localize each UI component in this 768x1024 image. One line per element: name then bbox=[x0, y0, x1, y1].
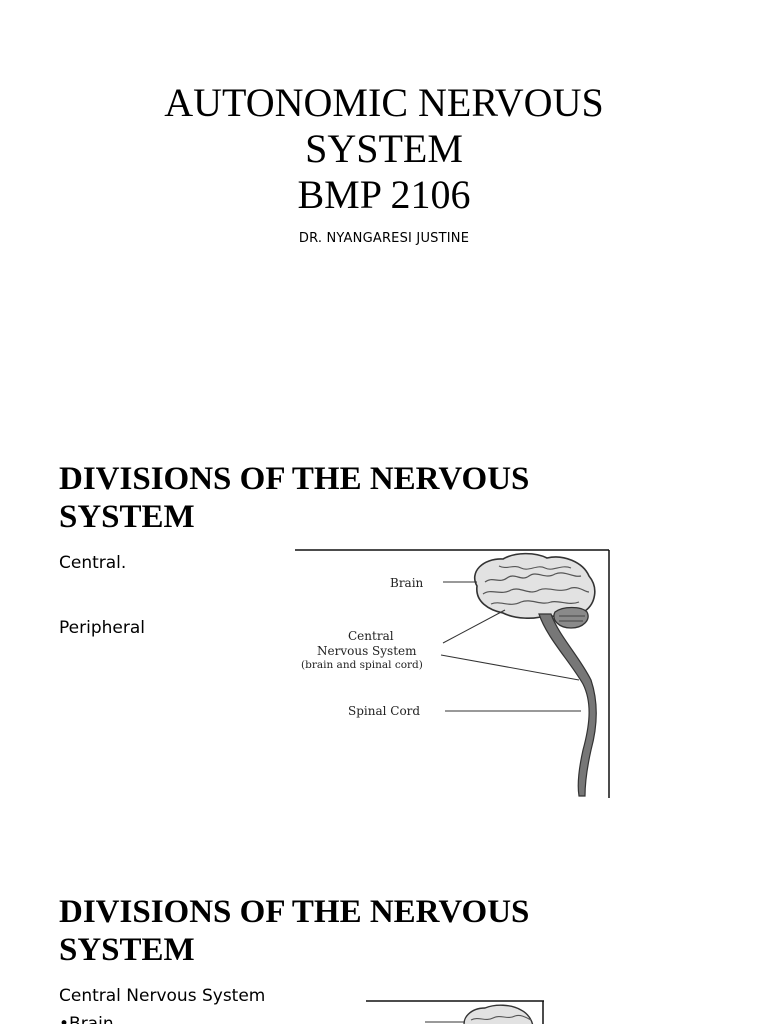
label-brain: Brain bbox=[390, 576, 424, 590]
title-line-2: SYSTEM bbox=[305, 126, 463, 171]
heading-line-2: SYSTEM bbox=[59, 932, 195, 968]
heading-line-2: SYSTEM bbox=[59, 499, 195, 535]
label-cns-1: Central bbox=[348, 629, 394, 643]
bullet-brain: •Brain bbox=[59, 1014, 114, 1024]
label-cns-2: Nervous System bbox=[317, 644, 417, 658]
bullet-central-nervous-system: Central Nervous System bbox=[59, 986, 266, 1006]
title-line-1: AUTONOMIC NERVOUS bbox=[164, 80, 604, 125]
heading-line-1: DIVISIONS OF THE NERVOUS bbox=[59, 894, 530, 930]
bullet-peripheral: Peripheral bbox=[59, 618, 145, 638]
brain-diagram-partial bbox=[365, 998, 545, 1024]
heading-line-1: DIVISIONS OF THE NERVOUS bbox=[59, 461, 530, 497]
label-cns-3: (brain and spinal cord) bbox=[301, 659, 423, 671]
title-line-3: BMP 2106 bbox=[297, 172, 471, 217]
spinal-cord-illustration bbox=[538, 613, 597, 797]
brain-illustration bbox=[474, 552, 596, 629]
bullet-central: Central. bbox=[59, 553, 127, 573]
presentation-title: AUTONOMIC NERVOUS SYSTEM BMP 2106 bbox=[0, 80, 768, 218]
label-spinal-cord: Spinal Cord bbox=[348, 704, 420, 718]
slide-heading-divisions: DIVISIONS OF THE NERVOUS SYSTEM bbox=[59, 460, 619, 536]
slide-heading-divisions-2: DIVISIONS OF THE NERVOUS SYSTEM bbox=[59, 893, 619, 969]
nervous-system-diagram: Brain Central Nervous System (brain and … bbox=[293, 548, 613, 800]
author-name: DR. NYANGARESI JUSTINE bbox=[298, 231, 470, 246]
